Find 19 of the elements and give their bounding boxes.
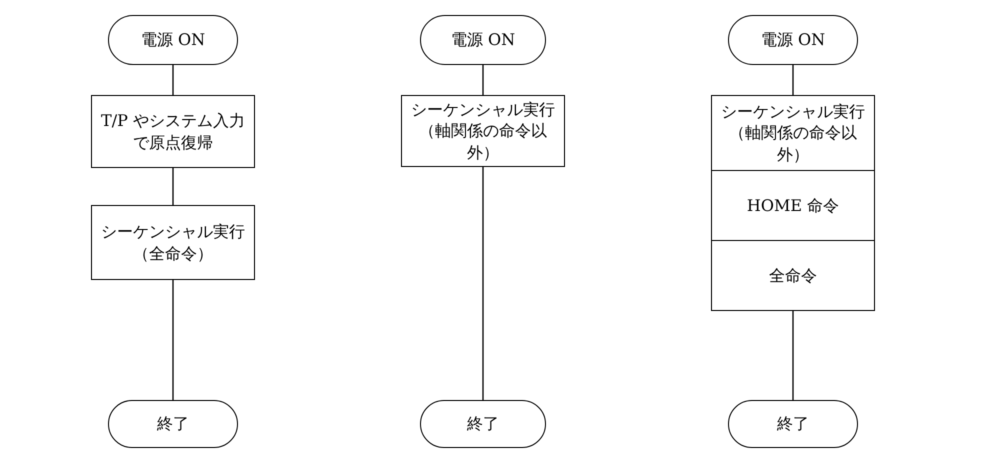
process-box: シーケンシャル実行（軸関係の命令以外） bbox=[401, 95, 565, 167]
connector-line bbox=[172, 280, 174, 400]
terminator: 終了 bbox=[420, 400, 546, 448]
connector-line bbox=[482, 65, 484, 95]
connector-line bbox=[792, 65, 794, 95]
process-box: 全命令 bbox=[711, 240, 875, 311]
connector-line bbox=[172, 65, 174, 95]
connector-line bbox=[482, 167, 484, 400]
process-box: シーケンシャル実行（全命令） bbox=[91, 205, 255, 280]
terminator: 終了 bbox=[728, 400, 858, 448]
terminator: 終了 bbox=[108, 400, 238, 448]
terminator: 電源 ON bbox=[108, 15, 238, 65]
process-box: HOME 命令 bbox=[711, 170, 875, 241]
connector-line bbox=[172, 168, 174, 205]
connector-line bbox=[792, 311, 794, 400]
process-box: シーケンシャル実行（軸関係の命令以外） bbox=[711, 95, 875, 171]
terminator: 電源 ON bbox=[420, 15, 546, 65]
process-box: T/P やシステム入力で原点復帰 bbox=[91, 95, 255, 168]
terminator: 電源 ON bbox=[728, 15, 858, 65]
